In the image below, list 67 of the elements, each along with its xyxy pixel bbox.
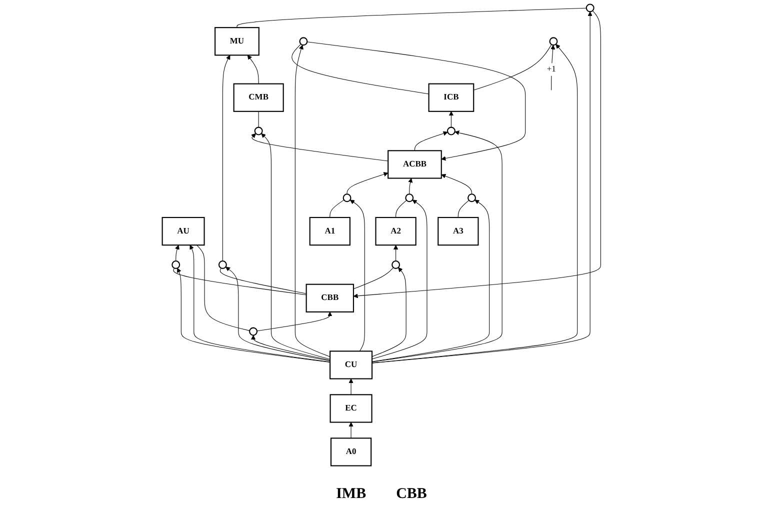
arrow <box>550 44 556 90</box>
connector <box>473 44 552 90</box>
connector <box>220 268 307 294</box>
node-box: ACBB <box>388 150 442 179</box>
node-box: ICB <box>428 83 474 112</box>
arrow <box>294 44 330 358</box>
arrow <box>346 172 388 194</box>
arrow <box>256 312 332 332</box>
node-box: A1 <box>309 216 350 246</box>
node-circle <box>468 194 476 202</box>
arrow <box>414 131 448 151</box>
connector <box>353 267 394 290</box>
arrow <box>353 10 601 298</box>
arrow <box>441 174 472 194</box>
connector <box>258 111 259 128</box>
node-circle <box>392 260 400 269</box>
node-circle <box>254 126 263 136</box>
arrow <box>393 244 398 262</box>
node-box: EC <box>330 394 372 423</box>
node-circle <box>249 327 258 336</box>
arrow <box>174 244 180 262</box>
arrow <box>177 268 330 363</box>
arrow <box>225 266 330 362</box>
node-box: CU <box>330 350 373 380</box>
node-circle <box>172 260 180 269</box>
arrow <box>222 54 230 262</box>
connector <box>236 8 587 28</box>
arrow <box>372 44 578 364</box>
node-box: CBB <box>306 284 354 312</box>
node-box: A3 <box>438 216 479 246</box>
node-circle <box>299 37 308 46</box>
connector <box>458 200 470 218</box>
arrow <box>372 200 428 360</box>
arrow <box>261 133 330 360</box>
arrow <box>372 267 406 357</box>
connector <box>173 268 307 296</box>
bus-label: CBB <box>396 486 427 503</box>
arrow <box>350 200 365 352</box>
arrow <box>372 11 592 364</box>
arrow <box>247 54 259 84</box>
arrow <box>250 335 330 361</box>
node-box: A2 <box>375 216 416 246</box>
connector <box>292 44 430 94</box>
node-box: CMB <box>233 83 284 112</box>
node-circle <box>549 37 558 46</box>
arrow <box>251 133 388 162</box>
arrow <box>372 200 490 362</box>
arrow <box>306 42 526 161</box>
bus-label: IMB <box>336 486 366 503</box>
arrow <box>348 378 354 395</box>
connector <box>396 200 407 218</box>
edge-label: +1 <box>546 64 556 74</box>
arrow <box>372 130 502 362</box>
arrow <box>408 178 413 194</box>
connector <box>196 244 250 331</box>
arrow <box>348 422 354 438</box>
connector <box>330 200 344 218</box>
arrow <box>190 244 330 362</box>
node-circle <box>586 4 594 12</box>
node-circle <box>218 260 227 269</box>
arrow <box>448 111 454 128</box>
node-box: MU <box>214 27 260 56</box>
node-circle <box>446 126 456 136</box>
node-circle <box>405 194 414 202</box>
node-circle <box>342 194 352 202</box>
node-box: AU <box>162 216 205 246</box>
node-box: A0 <box>330 438 372 466</box>
